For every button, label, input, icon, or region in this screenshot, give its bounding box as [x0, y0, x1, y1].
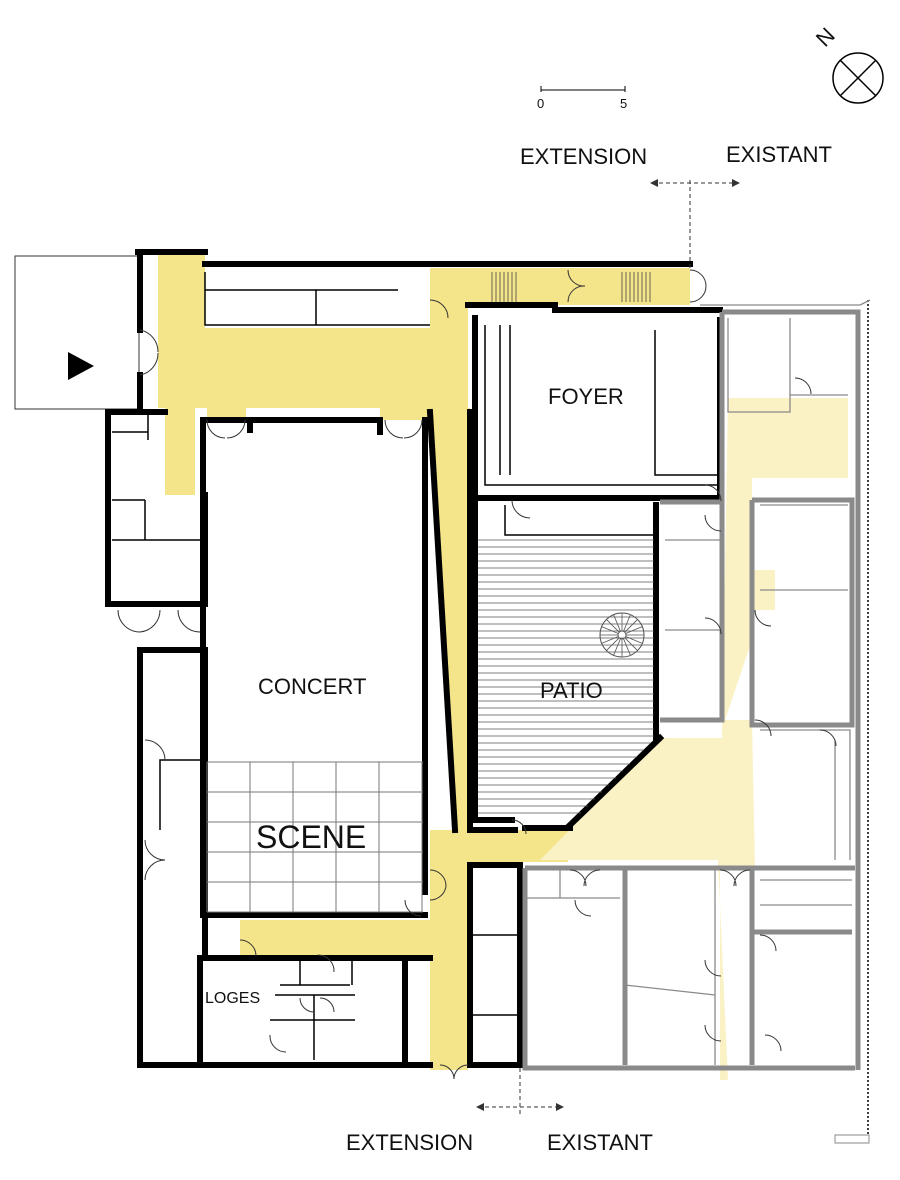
room-label-patio: PATIO: [540, 678, 603, 703]
extension-label-bottom: EXTENSION: [346, 1130, 473, 1155]
drawing-line: [613, 614, 621, 632]
walls-existing: [522, 299, 871, 1144]
doors: [117, 269, 837, 1080]
patio: [472, 497, 665, 830]
drawing-line: [623, 614, 631, 632]
drawing-line: [601, 636, 619, 644]
entrance-arrow-icon: [68, 352, 94, 380]
room-label-scene: SCENE: [256, 819, 366, 855]
circulation-existing: [540, 398, 848, 1080]
drawing-line: [601, 626, 619, 634]
scale-bar: 0 5: [537, 86, 627, 111]
room-label-loges: LOGES: [205, 990, 260, 1007]
drawing-line: [624, 619, 638, 633]
north-compass-icon: [832, 52, 884, 104]
drawing-line: [625, 636, 643, 644]
scene-grid: [206, 761, 423, 913]
drawing-line: [606, 619, 620, 633]
scale-end-label: 5: [620, 96, 627, 111]
divider-bottom: [476, 1068, 564, 1115]
room-label-concert: CONCERT: [258, 674, 366, 699]
existant-label-bottom: EXISTANT: [547, 1130, 653, 1155]
north-label: N: [811, 23, 840, 52]
drawing-line: [613, 638, 621, 656]
drawing-line: [623, 638, 631, 656]
divider-top: [650, 179, 740, 268]
drawing-line: [624, 637, 638, 651]
extension-label-top: EXTENSION: [520, 144, 647, 169]
entrance-canopy: [14, 255, 140, 410]
drawing-line: [606, 637, 620, 651]
scale-start-label: 0: [537, 96, 544, 111]
existant-label-top: EXISTANT: [726, 142, 832, 167]
stairs-north: [491, 272, 651, 302]
north-arrow: N: [811, 23, 884, 104]
room-label-foyer: FOYER: [548, 384, 624, 409]
drawing-line: [625, 626, 643, 634]
